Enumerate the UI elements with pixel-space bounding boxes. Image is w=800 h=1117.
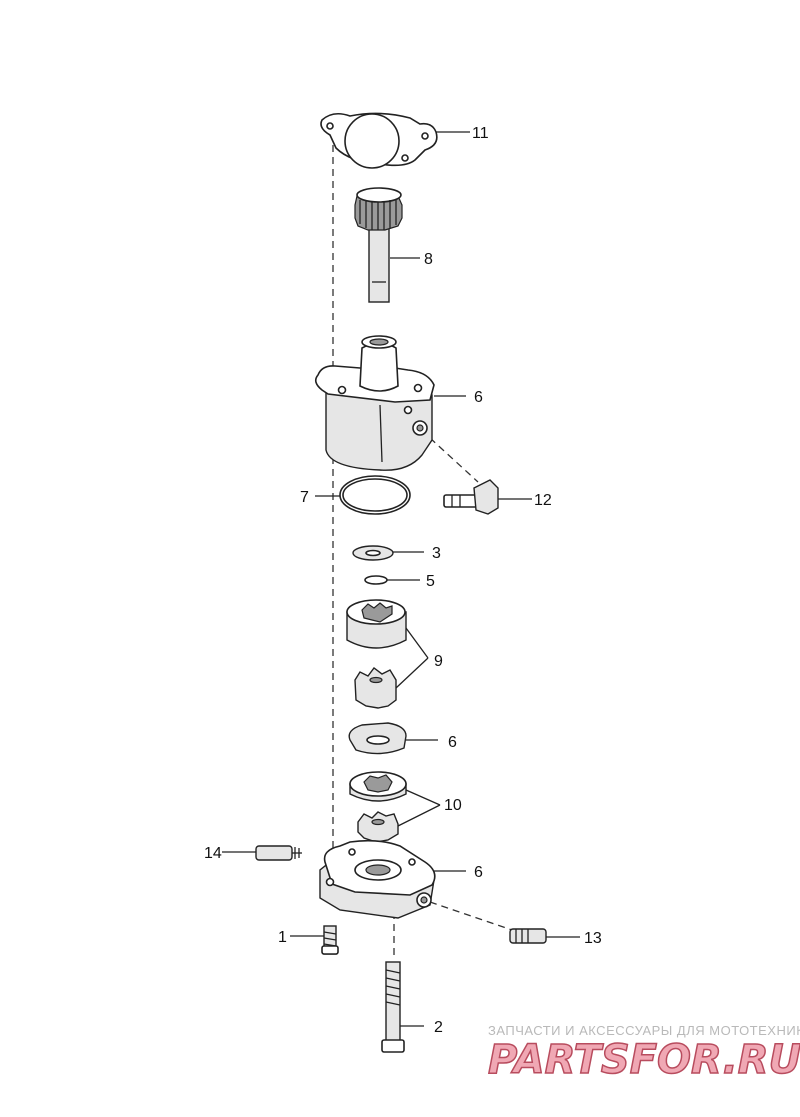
callout-10: 10 <box>444 797 462 814</box>
rotor-set-lower-part <box>349 771 407 843</box>
callout-1: 1 <box>278 929 287 946</box>
leader-10b <box>397 804 441 827</box>
callout-14: 14 <box>204 845 222 862</box>
leader-9a <box>405 627 429 659</box>
leader-10a <box>405 789 441 806</box>
long-bolt-part <box>381 961 405 1053</box>
callout-2: 2 <box>434 1019 443 1036</box>
leader-9b <box>395 657 429 689</box>
callout-11: 11 <box>472 125 489 142</box>
elbow-fitting-part <box>443 479 499 515</box>
fitting-13-path <box>429 901 513 931</box>
o-ring-inner <box>342 478 408 512</box>
callout-13: 13 <box>584 930 602 947</box>
fitting-12-path <box>429 437 479 483</box>
fitting-13-part <box>509 928 547 944</box>
snap-ring-part <box>364 575 388 585</box>
pump-body-upper-part <box>314 335 435 471</box>
callout-6-mid: 6 <box>448 734 457 751</box>
separator-plate-hole <box>366 735 390 745</box>
callout-7: 7 <box>300 489 309 506</box>
watermark-tagline: ЗАПЧАСТИ И АКСЕССУАРЫ ДЛЯ МОТОТЕХНИКИ <box>488 1023 800 1038</box>
callout-5: 5 <box>426 573 435 590</box>
callout-9: 9 <box>434 653 443 670</box>
washer-hole <box>365 549 381 557</box>
callout-12: 12 <box>534 492 552 509</box>
stud-fitting-part <box>255 845 302 861</box>
watermark-logo: PARTSFOR.RU <box>488 1037 800 1083</box>
callout-3: 3 <box>432 545 441 562</box>
gear-shaft-part <box>354 187 403 303</box>
callout-8: 8 <box>424 251 433 268</box>
pump-cover-lower-part <box>319 839 436 919</box>
rotor-set-upper-part <box>346 599 407 709</box>
callout-6-upper: 6 <box>474 389 483 406</box>
gasket-part <box>320 112 438 169</box>
callout-6-lower: 6 <box>474 864 483 881</box>
screw-part <box>321 925 339 955</box>
